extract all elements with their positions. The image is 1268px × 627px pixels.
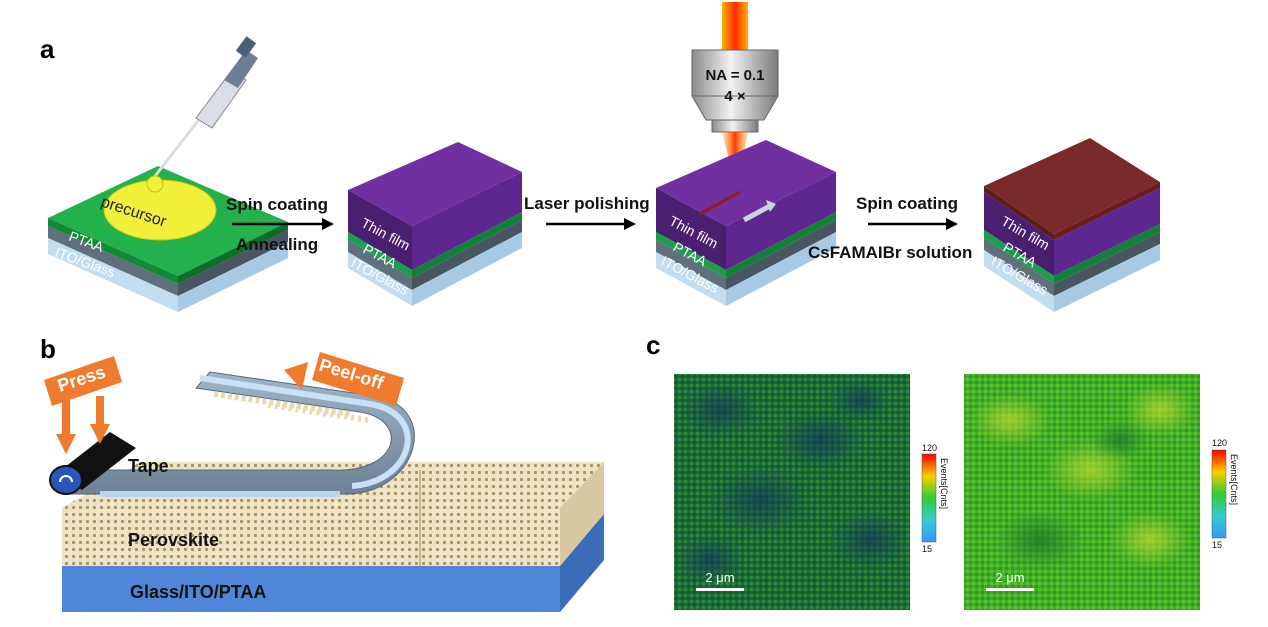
right-colorbar-max: 120 — [1212, 438, 1227, 448]
spin-coating-label-1: Spin coating — [226, 195, 328, 214]
substrate-label: Glass/ITO/PTAA — [130, 582, 266, 602]
perovskite-label: Perovskite — [128, 530, 219, 550]
right-colorbar-min: 15 — [1212, 540, 1222, 550]
laser-polishing-label: Laser polishing — [524, 194, 650, 213]
right-scale-bar-label: 2 μm — [995, 570, 1024, 585]
left-scale-bar-label: 2 μm — [705, 570, 734, 585]
substrate-block-3: Thin film PTAA ITO/Glass — [656, 140, 836, 306]
pipette-icon — [146, 36, 258, 193]
tape-label: Tape — [128, 456, 169, 476]
spin-coating-label-2: Spin coating — [856, 194, 958, 213]
objective-mag-label: 4 × — [724, 88, 746, 105]
substrate-block-4: Thin film PTAA ITO/Glass — [984, 138, 1160, 312]
panel-letter-c: c — [646, 330, 660, 360]
panel-letter-b: b — [40, 334, 56, 364]
solution-label: CsFAMAIBr solution — [808, 243, 972, 262]
tape-peel-illustration: Press Peel-off Tape Perovskite Glass/ITO… — [44, 352, 604, 612]
panel-letter-a: a — [40, 34, 55, 64]
left-colorbar: 120 15 Events[Cnts] — [921, 443, 949, 554]
right-colorbar-title: Events[Cnts] — [1229, 454, 1239, 505]
annealing-label: Annealing — [236, 235, 318, 254]
objective-na-label: NA = 0.1 — [705, 67, 764, 84]
roller-icon — [49, 432, 136, 495]
left-colorbar-min: 15 — [922, 544, 932, 554]
right-map: 2 μm — [964, 374, 1200, 610]
left-colorbar-max: 120 — [922, 443, 937, 453]
substrate-block-2: Thin film PTAA ITO/Glass — [348, 142, 522, 306]
left-map: 2 μm — [674, 374, 910, 610]
substrate-block-1: precursor PTAA ITO/Glass — [48, 166, 288, 312]
right-colorbar: 120 15 Events[Cnts] — [1211, 438, 1239, 550]
left-colorbar-title: Events[Cnts] — [939, 458, 949, 509]
